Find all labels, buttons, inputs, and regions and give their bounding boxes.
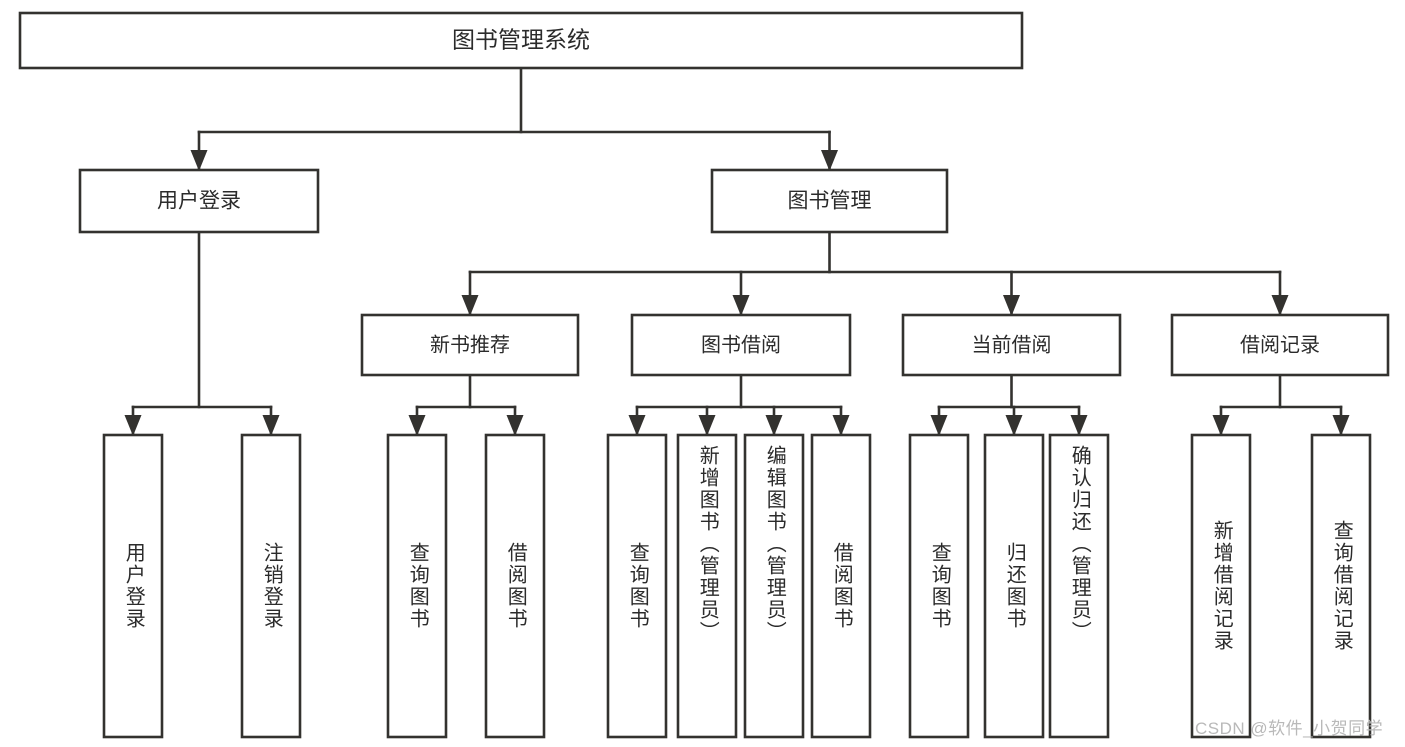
connector-layer <box>124 66 1350 436</box>
arrow-head-icon-leaf-borrow-book-2 <box>832 415 850 436</box>
node-new-book-rec[interactable]: 新书推荐 <box>360 313 580 377</box>
arrow-head-icon-leaf-add-borrow-record <box>1212 415 1230 436</box>
arrow-head-icon-leaf-query-book-1 <box>408 415 426 436</box>
node-borrow-record[interactable]: 借阅记录 <box>1170 313 1390 377</box>
leaf-node-leaf-confirm-return-admin[interactable] <box>1048 433 1110 739</box>
leaf-node-leaf-borrow-book-1[interactable] <box>484 433 546 739</box>
arrow-head-icon-leaf-edit-book-admin <box>765 415 783 436</box>
arrow-head-icon-leaf-user-login <box>124 415 142 436</box>
arrow-head-icon-leaf-query-book-3 <box>930 415 948 436</box>
leaf-node-leaf-borrow-book-2[interactable] <box>810 433 872 739</box>
leaf-node-leaf-query-book-2[interactable] <box>606 433 668 739</box>
node-label-borrow-record: 借阅记录 <box>1240 333 1320 356</box>
arrow-head-icon-current-borrow <box>1003 295 1020 316</box>
node-label-root: 图书管理系统 <box>452 27 590 53</box>
watermark-text: CSDN @软件_小贺同学 <box>1195 719 1384 738</box>
arrow-head-icon-new-book-rec <box>461 295 479 316</box>
leaf-node-leaf-add-book-admin[interactable] <box>676 433 738 739</box>
node-book-borrow[interactable]: 图书借阅 <box>630 313 852 377</box>
leaf-node-leaf-edit-book-admin[interactable] <box>743 433 805 739</box>
node-label-new-book-rec: 新书推荐 <box>430 333 510 356</box>
arrow-head-icon-leaf-add-book-admin <box>698 415 716 436</box>
arrow-head-icon-leaf-query-book-2 <box>628 415 646 436</box>
node-root[interactable]: 图书管理系统 <box>18 11 1024 70</box>
node-label-book-borrow: 图书借阅 <box>701 333 781 356</box>
leaf-node-leaf-logout[interactable] <box>240 433 302 739</box>
arrow-head-icon-user-login <box>190 150 208 171</box>
arrow-head-icon-book-borrow <box>732 295 750 316</box>
arrow-head-icon-leaf-confirm-return-admin <box>1070 415 1088 436</box>
node-book-manage[interactable]: 图书管理 <box>710 168 949 234</box>
node-user-login[interactable]: 用户登录 <box>78 168 320 234</box>
arrow-head-icon-leaf-borrow-book-1 <box>506 415 524 436</box>
leaf-node-leaf-query-book-3[interactable] <box>908 433 970 739</box>
arrow-head-icon-borrow-record <box>1271 295 1289 316</box>
leaf-node-leaf-query-borrow-record[interactable] <box>1310 433 1372 739</box>
node-current-borrow[interactable]: 当前借阅 <box>901 313 1122 377</box>
arrow-head-icon-leaf-query-borrow-record <box>1332 415 1350 436</box>
node-label-current-borrow: 当前借阅 <box>972 333 1052 356</box>
node-label-book-manage: 图书管理 <box>788 190 872 213</box>
arrow-head-icon-book-manage <box>821 150 838 171</box>
arrow-head-icon-leaf-logout <box>262 415 280 436</box>
leaf-node-leaf-return-book[interactable] <box>983 433 1045 739</box>
node-label-user-login: 用户登录 <box>157 190 241 213</box>
arrow-head-icon-leaf-return-book <box>1005 415 1023 436</box>
leaf-node-leaf-query-book-1[interactable] <box>386 433 448 739</box>
leaf-node-leaf-add-borrow-record[interactable] <box>1190 433 1252 739</box>
leaf-node-leaf-user-login[interactable] <box>102 433 164 739</box>
